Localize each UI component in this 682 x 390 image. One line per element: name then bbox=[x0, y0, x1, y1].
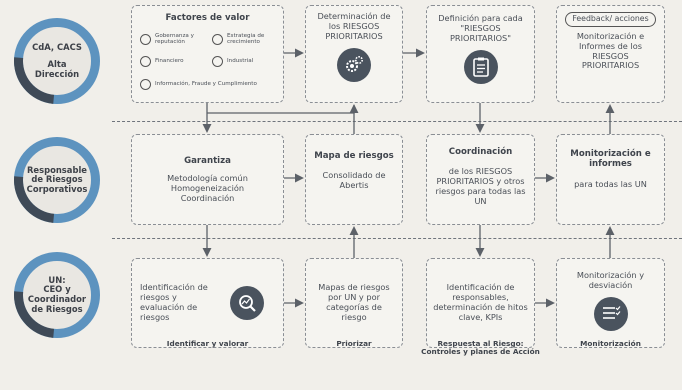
mapas-un-box: Mapas de riesgos por UN y por categorías… bbox=[305, 258, 403, 348]
factor-label: Gobernanza y reputación bbox=[155, 33, 194, 46]
determinacion-text: Determinación de los RIESGOS PRIORITARIO… bbox=[317, 11, 391, 41]
gears-icon bbox=[337, 47, 371, 82]
mapa-title: Mapa de riesgos bbox=[314, 151, 394, 161]
garantiza-title: Garantiza bbox=[184, 155, 231, 166]
role-line: Coordinador bbox=[27, 294, 87, 304]
coordinacion-box: Coordinación de los RIESGOS PRIORITARIOS… bbox=[426, 134, 535, 225]
factor-estrategia: Estrategia de crecimiento bbox=[212, 33, 278, 45]
monitorizacion-top-text: Monitorización e Informes de los RIESGOS… bbox=[576, 30, 645, 71]
monitorizacion-bottom-text: Monitorización y desviación bbox=[576, 270, 645, 290]
responsables-box: Identificación de responsables, determin… bbox=[426, 258, 535, 348]
coordinacion-title: Coordinación bbox=[448, 147, 513, 157]
factores-title: Factores de valor bbox=[165, 13, 250, 23]
role-line: CEO y bbox=[43, 284, 71, 295]
responsables-text: Identificación de responsables, determin… bbox=[433, 282, 528, 322]
definicion-box: Definición para cada "RIESGOS PRIORITARI… bbox=[426, 5, 535, 103]
role-line: de Riesgos bbox=[31, 303, 83, 314]
coordinacion-body: de los RIESGOS PRIORITARIOS y otros ries… bbox=[435, 166, 526, 206]
role-ring-corporate-risk: Responsable de Riesgos Corporativos bbox=[0, 119, 118, 241]
feedback-pill: Feedback/ acciones bbox=[565, 12, 656, 27]
factor-gobernanza: Gobernanza y reputación bbox=[140, 33, 202, 45]
identificacion-text: Identificación de riesgos y evaluación d… bbox=[140, 282, 208, 322]
identificacion-box: Identificación de riesgos y evaluación d… bbox=[131, 258, 284, 348]
lane-separator-top bbox=[112, 121, 682, 122]
factor-financiero: Financiero bbox=[140, 56, 184, 67]
lane-separator-bottom bbox=[112, 238, 682, 239]
mapa-body: Consolidado de Abertis bbox=[322, 170, 386, 191]
circle-icon bbox=[140, 79, 151, 90]
checklist-icon bbox=[593, 296, 628, 331]
monitorizacion-bottom-box: Monitorización y desviación bbox=[556, 258, 665, 348]
factor-label: Estrategia de crecimiento bbox=[227, 33, 265, 46]
garantiza-body: Metodología común Homogeneización Coordi… bbox=[167, 172, 248, 203]
circle-icon bbox=[140, 56, 151, 67]
column-label-identificar: Identificar y valorar bbox=[166, 339, 249, 348]
factores-valor-box: Factores de valor bbox=[131, 5, 284, 103]
arrow-mapa-join bbox=[207, 105, 355, 114]
circle-icon bbox=[212, 33, 223, 45]
factor-label: Industrial bbox=[227, 58, 254, 65]
monitorizacion-mid-body: para todas las UN bbox=[574, 178, 647, 189]
monitorizacion-mid-box: Monitorización e informes para todas las… bbox=[556, 134, 665, 225]
role-line: de Riesgos bbox=[31, 174, 83, 185]
monitorizacion-mid-title: Monitorización e informes bbox=[570, 149, 651, 170]
garantiza-box: Garantiza Metodología común Homogeneizac… bbox=[131, 134, 284, 225]
role-line: Dirección bbox=[34, 68, 80, 79]
role-line: CdA, CACS bbox=[32, 41, 82, 52]
column-label-monitorizacion: Monitorización bbox=[580, 339, 641, 348]
monitorizacion-top-box: Feedback/ acciones Monitorización e Info… bbox=[556, 5, 665, 103]
column-label-respuesta: Respuesta al Riesgo: Controles y planes … bbox=[421, 339, 540, 357]
factor-label: Financiero bbox=[155, 58, 184, 65]
factor-industrial: Industrial bbox=[212, 56, 253, 67]
mapa-riesgos-box: Mapa de riesgos Consolidado de Abertis bbox=[305, 134, 403, 225]
clipboard-icon bbox=[463, 49, 498, 84]
magnifier-chart-icon bbox=[230, 286, 264, 320]
determinacion-box: Determinación de los RIESGOS PRIORITARIO… bbox=[305, 5, 403, 103]
role-ring-business-unit: UN: CEO y Coordinador de Riesgos bbox=[0, 234, 118, 356]
circle-icon bbox=[140, 33, 151, 45]
definicion-text: Definición para cada "RIESGOS PRIORITARI… bbox=[438, 13, 523, 43]
factor-informacion: Información, Fraude y Cumplimiento bbox=[140, 79, 257, 90]
role-line: Corporativos bbox=[26, 183, 88, 194]
role-line: Responsable bbox=[26, 164, 87, 175]
column-label-priorizar: Priorizar bbox=[336, 339, 372, 348]
role-line: UN: bbox=[48, 274, 66, 285]
circle-icon bbox=[212, 56, 223, 67]
role-line: Alta bbox=[47, 59, 67, 70]
role-ring-board: CdA, CACS Alta Dirección bbox=[0, 0, 118, 122]
mapas-un-text: Mapas de riesgos por UN y por categorías… bbox=[318, 282, 390, 322]
factor-label: Información, Fraude y Cumplimiento bbox=[155, 81, 257, 88]
